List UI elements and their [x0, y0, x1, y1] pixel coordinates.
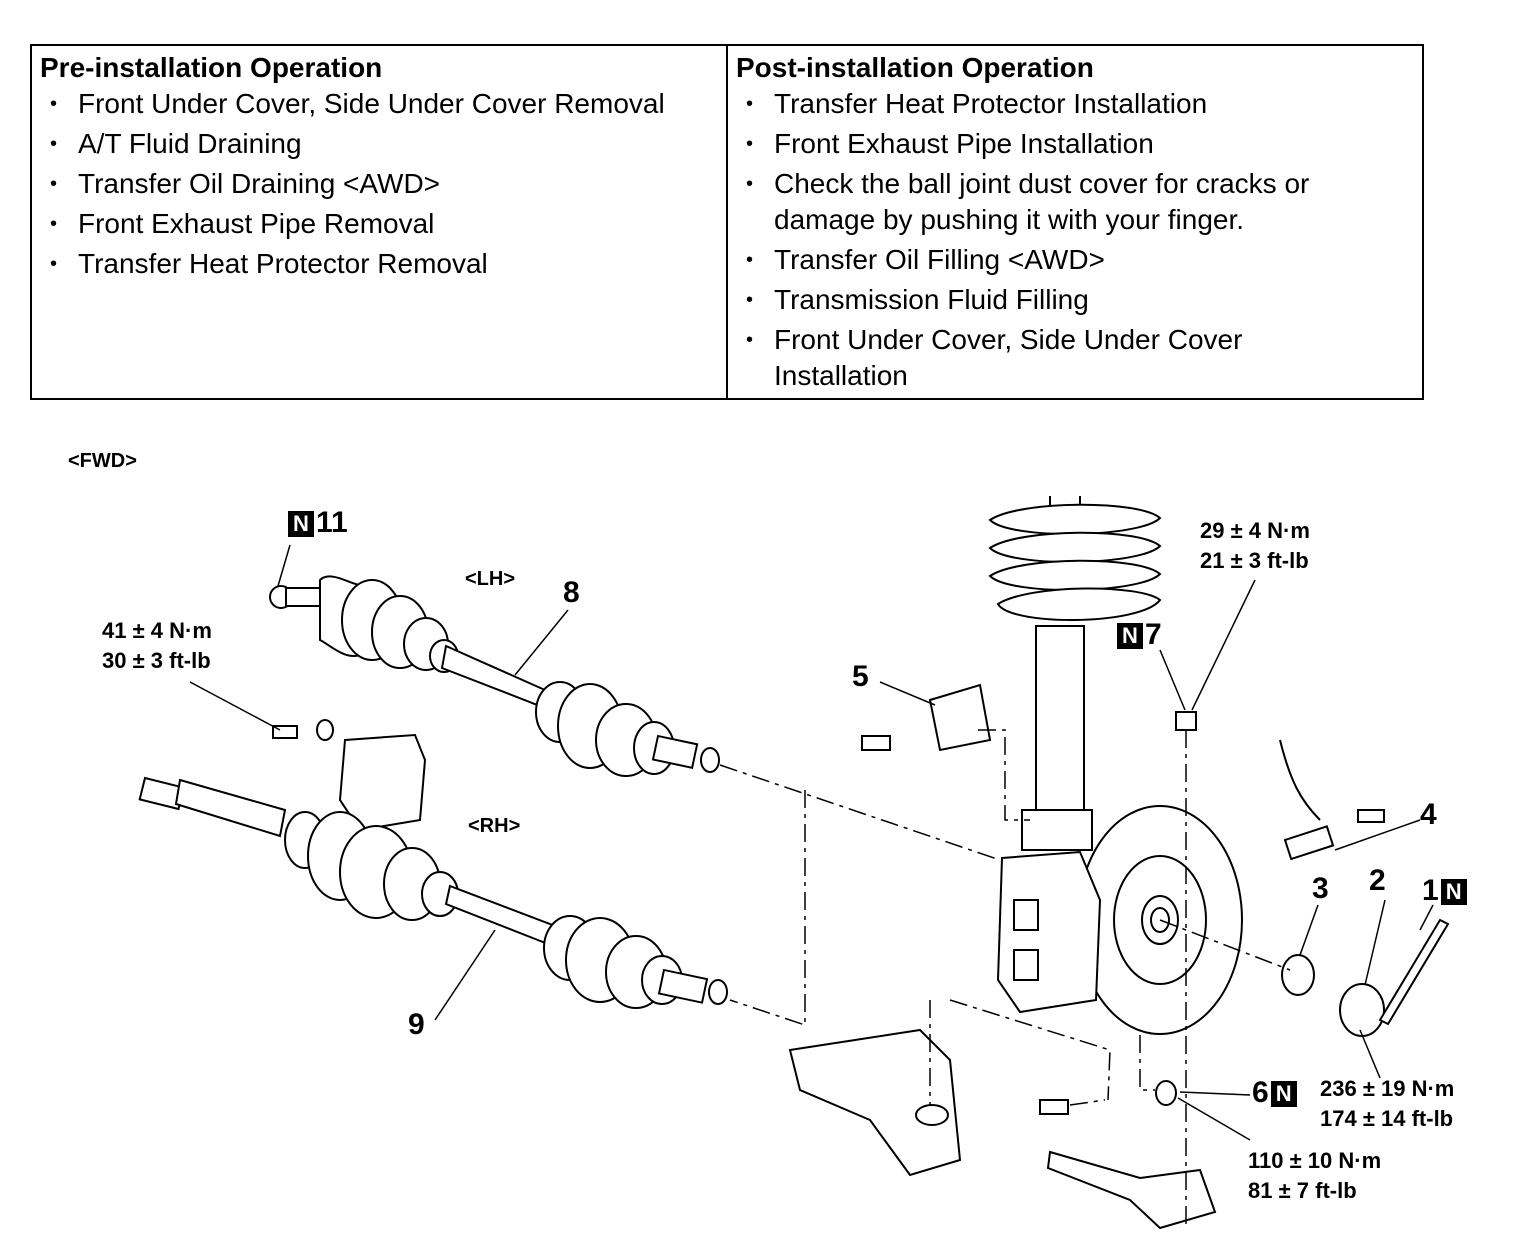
- part-2-label: 2: [1369, 864, 1386, 897]
- post-installation-list: •Transfer Heat Protector Installation •F…: [736, 86, 1416, 394]
- part-9-label: 9: [408, 1008, 425, 1041]
- abs-sensor-bolt: [1357, 809, 1385, 823]
- abs-sensor-cable: [1279, 739, 1321, 821]
- bullet-icon: •: [50, 133, 58, 155]
- torque-strut-nut: 29 ± 4 N·m 21 ± 3 ft-lb: [1200, 518, 1310, 573]
- list-item: •Front Under Cover, Side Under Cover Ins…: [746, 324, 1243, 391]
- castle-nut: [1155, 1080, 1177, 1106]
- bullet-icon: •: [746, 133, 754, 155]
- new-part-icon: N: [1270, 1081, 1297, 1108]
- ball-joint: [915, 1104, 949, 1126]
- list-item: •Front Exhaust Pipe Removal: [40, 206, 720, 242]
- list-item: •Check the ball joint dust cover for cra…: [746, 168, 1310, 235]
- bullet-icon: •: [746, 173, 754, 195]
- leader-line: [1334, 819, 1421, 851]
- center-line: [719, 764, 1001, 861]
- self-locking-nut: [1175, 711, 1197, 731]
- variant-label: <FWD>: [68, 450, 137, 472]
- operations-table: Pre-installation Operation •Front Under …: [30, 44, 1424, 400]
- leader-line: [514, 609, 569, 676]
- bullet-icon: •: [50, 173, 58, 195]
- pre-installation-title: Pre-installation Operation: [40, 52, 383, 83]
- bullet-icon: •: [50, 213, 58, 235]
- post-installation-column: Post-installation Operation •Transfer He…: [728, 46, 1422, 398]
- new-part-icon: N: [1117, 623, 1143, 650]
- list-item: •Transfer Heat Protector Removal: [40, 246, 720, 282]
- lower-arm: [788, 1028, 962, 1177]
- abs-sensor: [1283, 825, 1335, 861]
- washer: [1281, 954, 1315, 996]
- center-line: [729, 790, 806, 1027]
- leader-line: [189, 681, 281, 731]
- rh-label: <RH>: [468, 815, 521, 837]
- lh-drive-shaft: [269, 575, 720, 777]
- bullet-icon: •: [746, 249, 754, 271]
- bracket-washer: [316, 719, 334, 741]
- list-item: •Front Under Cover, Side Under Cover Rem…: [40, 86, 720, 122]
- leader-line: [434, 929, 496, 1021]
- list-item: •Front Exhaust Pipe Installation: [736, 126, 1416, 162]
- pre-installation-column: Pre-installation Operation •Front Under …: [32, 46, 728, 398]
- rh-drive-shaft: [138, 733, 728, 1009]
- center-line: [1069, 1099, 1106, 1106]
- post-installation-title: Post-installation Operation: [736, 52, 1094, 83]
- center-line: [949, 999, 1111, 1101]
- part-3-label: 3: [1312, 872, 1329, 905]
- pre-installation-list: •Front Under Cover, Side Under Cover Rem…: [40, 86, 720, 282]
- torque-bracket-bolt: 41 ± 4 N·m 30 ± 3 ft-lb: [102, 618, 212, 673]
- split-pin: [1378, 918, 1450, 1026]
- new-part-icon: N: [288, 511, 314, 538]
- list-item: •A/T Fluid Draining: [40, 126, 720, 162]
- tie-rod-end: [1046, 1150, 1217, 1230]
- center-line: [1139, 1035, 1155, 1091]
- torque-hub-nut: 236 ± 19 N·m 174 ± 14 ft-lb: [1320, 1076, 1455, 1131]
- leader-line: [879, 681, 936, 706]
- leader-line: [1364, 899, 1386, 986]
- lower-arm-bolt: [1039, 1099, 1069, 1115]
- leader-line: [1299, 904, 1319, 956]
- center-line: [978, 729, 1030, 821]
- hub-nut: [1339, 983, 1385, 1037]
- torque-tie-rod-nut: 110 ± 10 N·m 81 ± 7 ft-lb: [1248, 1148, 1382, 1203]
- diagram-drawing: [138, 496, 1450, 1230]
- leader-line: [1177, 1097, 1251, 1141]
- bracket-bolt: [272, 725, 298, 739]
- leader-line: [277, 544, 291, 587]
- leader-line: [1159, 649, 1186, 711]
- leader-line: [1179, 1091, 1251, 1096]
- bullet-icon: •: [50, 253, 58, 275]
- brake-hose-clamp: [928, 683, 992, 752]
- list-item: •Transfer Oil Draining <AWD>: [40, 166, 720, 202]
- leader-line: [1419, 904, 1434, 931]
- strut-assembly: [988, 496, 1162, 851]
- list-item: •Transmission Fluid Filling: [736, 282, 1416, 318]
- part-8-label: 8: [563, 576, 580, 609]
- bullet-icon: •: [746, 93, 754, 115]
- list-item: •Transfer Heat Protector Installation: [736, 86, 1416, 122]
- center-line: [1159, 919, 1291, 971]
- leader-line: [1359, 1029, 1381, 1079]
- bullet-icon: •: [746, 329, 754, 351]
- list-item: •Transfer Oil Filling <AWD>: [736, 242, 1416, 278]
- clamp-bolt: [861, 735, 891, 751]
- brake-caliper: [996, 850, 1102, 1014]
- lh-label: <LH>: [465, 568, 516, 590]
- new-part-icon: N: [1440, 879, 1467, 906]
- bullet-icon: •: [50, 93, 58, 115]
- leader-line: [1191, 579, 1256, 711]
- part-5-label: 5: [852, 660, 869, 693]
- part-4-label: 4: [1420, 798, 1437, 831]
- bullet-icon: •: [746, 289, 754, 311]
